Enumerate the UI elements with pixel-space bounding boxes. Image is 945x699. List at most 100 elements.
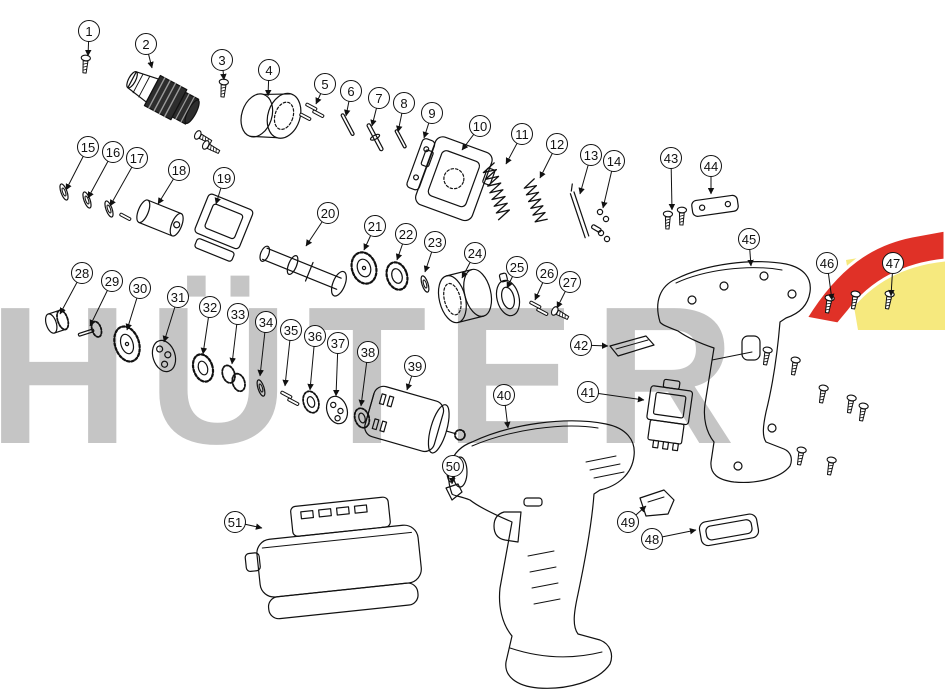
leader-line-22 bbox=[395, 233, 407, 261]
part-screw-small bbox=[793, 445, 808, 467]
leader-line-19 bbox=[214, 177, 225, 205]
part-clip bbox=[609, 335, 655, 357]
part-screw-small bbox=[759, 345, 774, 367]
leader-line-9 bbox=[422, 112, 433, 139]
part-pin bbox=[286, 397, 300, 407]
logo-red-swoosh bbox=[803, 228, 945, 326]
brand-watermark: HÜTER bbox=[0, 266, 754, 485]
part-screw-small bbox=[787, 355, 802, 377]
part-bracket bbox=[639, 489, 675, 517]
part-screw-43 bbox=[676, 206, 688, 226]
part-thin-spring bbox=[569, 183, 590, 239]
part-pin bbox=[279, 390, 293, 400]
leader-line-8 bbox=[396, 102, 405, 133]
part-small-piece bbox=[445, 483, 463, 501]
leader-line-36 bbox=[307, 335, 316, 391]
part-planet-carrier bbox=[151, 339, 177, 373]
part-planet-carrier bbox=[325, 395, 349, 425]
leader-line-41 bbox=[587, 391, 645, 403]
leader-line-14 bbox=[601, 160, 615, 209]
leader-line-28 bbox=[59, 272, 83, 315]
part-screw-small bbox=[549, 304, 571, 323]
part-washer bbox=[102, 199, 116, 219]
leader-line-6 bbox=[344, 90, 352, 117]
leader-line-32 bbox=[200, 306, 211, 355]
part-pin bbox=[311, 109, 325, 119]
leader-line-35 bbox=[282, 329, 292, 387]
leader-line-49 bbox=[627, 505, 647, 523]
leader-line-31 bbox=[162, 296, 179, 343]
part-clutch-ring bbox=[240, 92, 302, 139]
leader-line-2 bbox=[145, 43, 154, 69]
part-shaft bbox=[366, 123, 384, 152]
leader-line-5 bbox=[315, 83, 326, 105]
part-washer bbox=[418, 274, 432, 294]
part-pin bbox=[298, 112, 312, 122]
part-housing-right bbox=[657, 261, 811, 484]
leader-line-25 bbox=[506, 266, 518, 289]
part-gear bbox=[350, 251, 378, 285]
part-housing-left bbox=[446, 420, 635, 689]
leader-line-48 bbox=[651, 528, 697, 540]
part-chuck bbox=[126, 71, 200, 125]
part-screw-43 bbox=[662, 210, 674, 230]
leader-line-42 bbox=[580, 342, 609, 350]
part-battery-pack bbox=[244, 496, 422, 620]
part-gear bbox=[385, 261, 409, 291]
leader-line-51 bbox=[234, 521, 263, 530]
leader-line-23 bbox=[423, 241, 436, 273]
leader-line-29 bbox=[89, 280, 113, 327]
leader-line-38 bbox=[358, 351, 369, 407]
part-cylinder bbox=[136, 199, 184, 237]
leader-line-39 bbox=[405, 365, 416, 391]
leader-line-26 bbox=[534, 272, 548, 301]
part-top-plate bbox=[691, 194, 739, 217]
part-shaft bbox=[394, 129, 407, 149]
part-ring-gear bbox=[437, 268, 493, 324]
leader-line-21 bbox=[363, 225, 376, 251]
leader-line-27 bbox=[556, 281, 571, 309]
leader-line-13 bbox=[578, 154, 592, 195]
leader-line-30 bbox=[125, 287, 141, 331]
part-pinion bbox=[77, 320, 103, 338]
part-pin bbox=[304, 102, 318, 112]
leader-line-3 bbox=[220, 59, 227, 81]
leader-line-24 bbox=[461, 252, 476, 279]
leader-line-43 bbox=[668, 157, 676, 211]
part-gear bbox=[113, 325, 141, 363]
leader-line-4 bbox=[264, 69, 272, 97]
part-spring bbox=[523, 178, 548, 223]
part-screw-small bbox=[843, 393, 858, 415]
part-pin bbox=[528, 300, 542, 310]
leader-line-16 bbox=[87, 151, 114, 199]
leader-line-34 bbox=[257, 321, 267, 377]
part-gear bbox=[302, 390, 320, 414]
leader-line-18 bbox=[157, 169, 180, 205]
part-screw-small bbox=[855, 401, 870, 423]
part-ring bbox=[495, 272, 521, 317]
part-washer bbox=[80, 190, 94, 210]
part-shaft bbox=[340, 113, 355, 136]
leader-line-7 bbox=[370, 97, 380, 127]
part-screw-3 bbox=[217, 78, 230, 98]
leader-line-15 bbox=[65, 146, 89, 191]
brand-logo-icon bbox=[803, 228, 945, 330]
part-planet-gears bbox=[221, 364, 246, 393]
leader-line-11 bbox=[505, 133, 523, 165]
part-screw-1 bbox=[79, 54, 92, 74]
part-washer bbox=[254, 378, 268, 398]
part-gear bbox=[191, 353, 215, 383]
part-gear-case bbox=[194, 193, 254, 262]
leader-line-1 bbox=[84, 30, 92, 57]
part-motor bbox=[364, 385, 466, 454]
part-pin bbox=[118, 212, 132, 222]
leader-line-20 bbox=[305, 212, 329, 247]
part-spindle bbox=[259, 245, 347, 297]
part-base-plate bbox=[698, 513, 760, 547]
part-bearing bbox=[44, 309, 70, 334]
part-pin bbox=[535, 307, 549, 317]
leader-line-40 bbox=[503, 394, 511, 429]
leader-line-17 bbox=[109, 157, 138, 207]
